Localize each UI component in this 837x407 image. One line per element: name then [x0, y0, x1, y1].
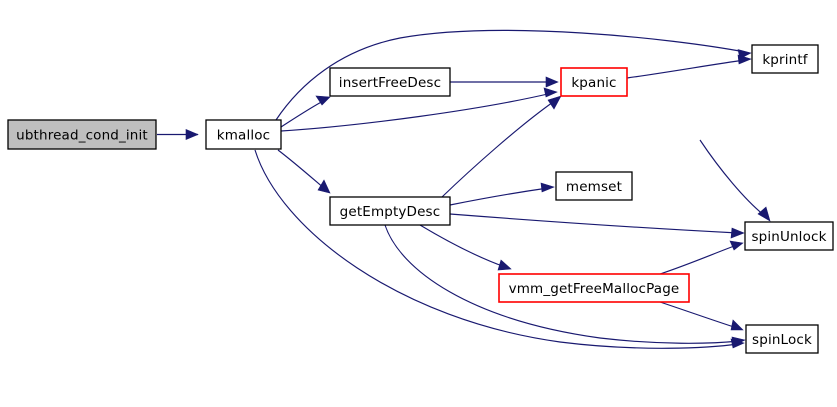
arrowhead-icon: [730, 227, 745, 239]
node-spinLock[interactable]: spinLock: [745, 324, 819, 354]
node-box[interactable]: [498, 273, 690, 303]
node-insertFreeDesc[interactable]: insertFreeDesc: [329, 67, 451, 97]
node-label: getEmptyDesc: [340, 204, 441, 220]
edge-line: [699, 139, 766, 217]
arrowhead-icon: [540, 182, 555, 193]
edge-insertFreeDesc-to-kpanic: [450, 76, 559, 88]
edge-getEmptyDesc-to-kpanic: [441, 95, 562, 198]
node-box[interactable]: [751, 44, 819, 74]
node-label: spinUnlock: [751, 229, 826, 245]
edge-line: [277, 149, 326, 190]
node-getEmptyDesc[interactable]: getEmptyDesc: [329, 196, 451, 226]
node-label: spinLock: [752, 332, 812, 348]
edge-line: [449, 213, 739, 234]
edge-getEmptyDesc-to-spinLock: [384, 224, 746, 347]
node-label: kpanic: [571, 75, 616, 91]
edge-line: [626, 59, 746, 79]
node-box[interactable]: [7, 119, 157, 150]
node-label: kprintf: [762, 52, 808, 68]
arrowhead-icon: [497, 259, 512, 271]
node-box[interactable]: [555, 171, 633, 201]
node-kpanic[interactable]: kpanic: [560, 67, 628, 97]
node-label: vmm_getFreeMallocPage: [509, 281, 680, 297]
edge-line: [384, 224, 740, 344]
edge-kmalloc-to-insertFreeDesc: [280, 95, 331, 128]
edge-line: [659, 301, 738, 329]
nodes-layer: ubthread_cond_init kmalloc insertFreeDesc k…: [7, 44, 834, 354]
node-label: memset: [566, 179, 622, 195]
edge-getEmptyDesc-to-vmm_getFreeMallocPage: [419, 224, 512, 271]
node-spinUnlock[interactable]: spinUnlock: [744, 221, 834, 251]
edge-line: [419, 224, 506, 268]
node-kmalloc[interactable]: kmalloc: [205, 119, 282, 150]
node-box[interactable]: [744, 221, 834, 251]
edge-line: [441, 99, 557, 198]
edge-vmm_getFreeMallocPage-to-spinLock: [659, 301, 744, 331]
arrowhead-icon: [737, 54, 752, 65]
node-box[interactable]: [205, 119, 282, 150]
arrowhead-icon: [730, 319, 744, 331]
arrowhead-icon: [317, 179, 331, 194]
arrowhead-icon: [547, 95, 562, 110]
arrowhead-icon: [543, 87, 558, 98]
edge-line: [449, 187, 549, 206]
arrowhead-icon: [185, 129, 199, 140]
edge-line: [280, 92, 553, 132]
edge-kmalloc-to-spinLock: [254, 149, 745, 349]
arrowhead-icon: [315, 95, 331, 106]
edge-line: [275, 29, 746, 121]
edge-getEmptyDesc-to-memset: [449, 182, 555, 206]
arrowhead-icon: [729, 240, 744, 251]
edges-layer: [157, 29, 771, 349]
edge-kmalloc-to-kpanic: [280, 87, 558, 132]
arrowhead-icon: [757, 206, 771, 222]
edge-kpanic-to-kprintf: [626, 54, 752, 79]
node-box[interactable]: [745, 324, 819, 354]
arrowhead-icon: [545, 76, 559, 88]
arrowhead-icon: [731, 336, 746, 347]
node-label: ubthread_cond_init: [16, 128, 148, 144]
edge-getEmptyDesc-to-spinUnlock: [449, 213, 745, 239]
node-box[interactable]: [329, 67, 451, 97]
node-memset[interactable]: memset: [555, 171, 633, 201]
node-box[interactable]: [329, 196, 451, 226]
edge-vmm_getFreeMallocPage-to-spinUnlock: [659, 240, 744, 275]
edge-ubthread_cond_init-to-kmalloc: [157, 129, 199, 140]
edge-line: [254, 149, 739, 349]
node-box[interactable]: [560, 67, 628, 97]
edge-kmalloc-to-getEmptyDesc: [277, 149, 331, 194]
node-kprintf[interactable]: kprintf: [751, 44, 819, 74]
node-vmm_getFreeMallocPage[interactable]: vmm_getFreeMallocPage: [498, 273, 690, 303]
node-label: kmalloc: [217, 128, 270, 144]
edge-line: [659, 244, 738, 275]
edge-spinUnlock-incoming-top-to-spinUnlock: [699, 139, 771, 222]
node-ubthread_cond_init[interactable]: ubthread_cond_init: [7, 119, 157, 150]
node-label: insertFreeDesc: [339, 75, 441, 91]
